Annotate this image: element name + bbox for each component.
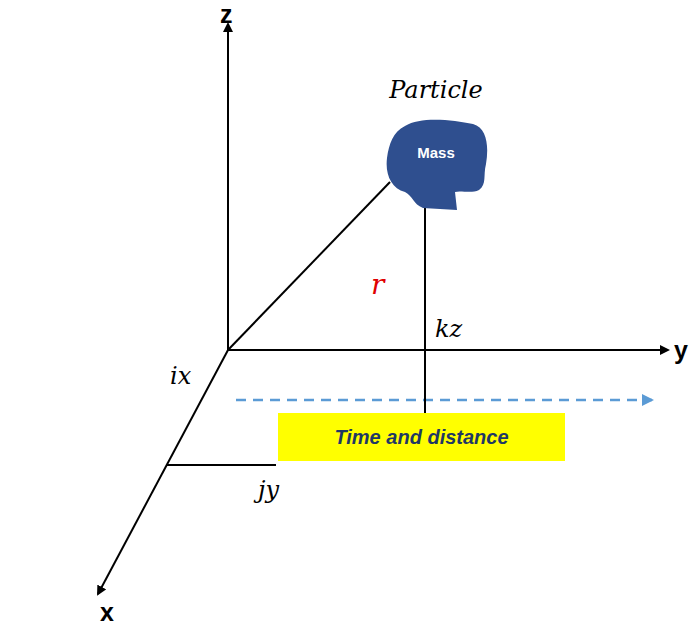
mass-shape: [387, 120, 488, 210]
axis-label: z: [220, 0, 233, 29]
axis-label: y: [674, 336, 688, 365]
axis-label: x: [100, 598, 114, 627]
mass-text: Mass: [417, 144, 455, 161]
projection-line: [424, 204, 426, 413]
time-distance-box: Time and distance: [278, 413, 565, 461]
y-axis: [228, 349, 668, 351]
component-label: jy: [258, 476, 279, 504]
time-arrow: [236, 399, 652, 402]
position-vector: [228, 182, 390, 350]
box-text: Time and distance: [334, 426, 508, 449]
y-projection-line: [167, 464, 276, 466]
edge-label: kz: [435, 315, 462, 343]
vector-label: r: [371, 268, 384, 301]
z-axis: [227, 24, 229, 350]
particle-mass: ParticleMass: [383, 118, 489, 210]
component-label: ix: [170, 362, 191, 390]
mass-blob: [383, 118, 489, 210]
x-axis: [98, 350, 228, 594]
particle-heading: Particle: [389, 76, 483, 104]
